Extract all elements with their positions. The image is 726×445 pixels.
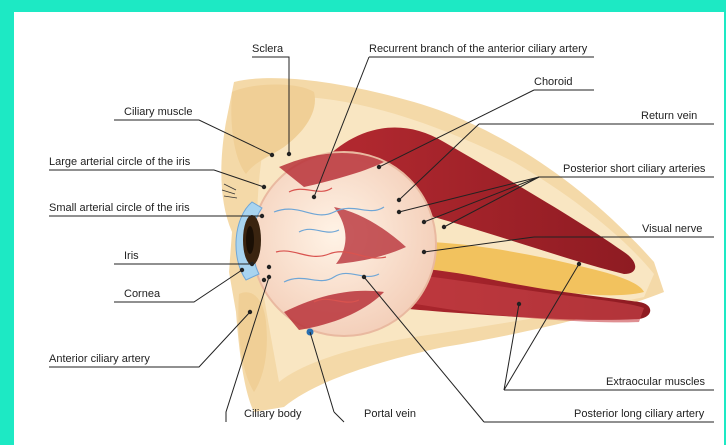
label-posterior-short: Posterior short ciliary arteries (563, 163, 706, 175)
diagram-frame: Sclera Recurrent branch of the anterior … (14, 12, 724, 445)
label-ciliary-muscle: Ciliary muscle (124, 106, 192, 118)
label-recurrent-branch: Recurrent branch of the anterior ciliary… (369, 43, 588, 55)
label-large-arterial-circle: Large arterial circle of the iris (49, 156, 191, 168)
eye-anatomy-diagram: Sclera Recurrent branch of the anterior … (14, 12, 724, 445)
label-sclera: Sclera (252, 43, 284, 55)
label-extraocular-muscles: Extraocular muscles (606, 376, 706, 388)
label-visual-nerve: Visual nerve (642, 223, 702, 235)
label-ciliary-body: Ciliary body (244, 408, 302, 420)
label-portal-vein: Portal vein (364, 408, 416, 420)
label-iris: Iris (124, 250, 139, 262)
label-return-vein: Return vein (641, 110, 697, 122)
label-cornea: Cornea (124, 288, 161, 300)
label-small-arterial-circle: Small arterial circle of the iris (49, 202, 190, 214)
label-anterior-ciliary-artery: Anterior ciliary artery (49, 353, 150, 365)
label-posterior-long: Posterior long ciliary artery (574, 408, 705, 420)
pupil-highlight (246, 226, 254, 254)
label-choroid: Choroid (534, 76, 573, 88)
